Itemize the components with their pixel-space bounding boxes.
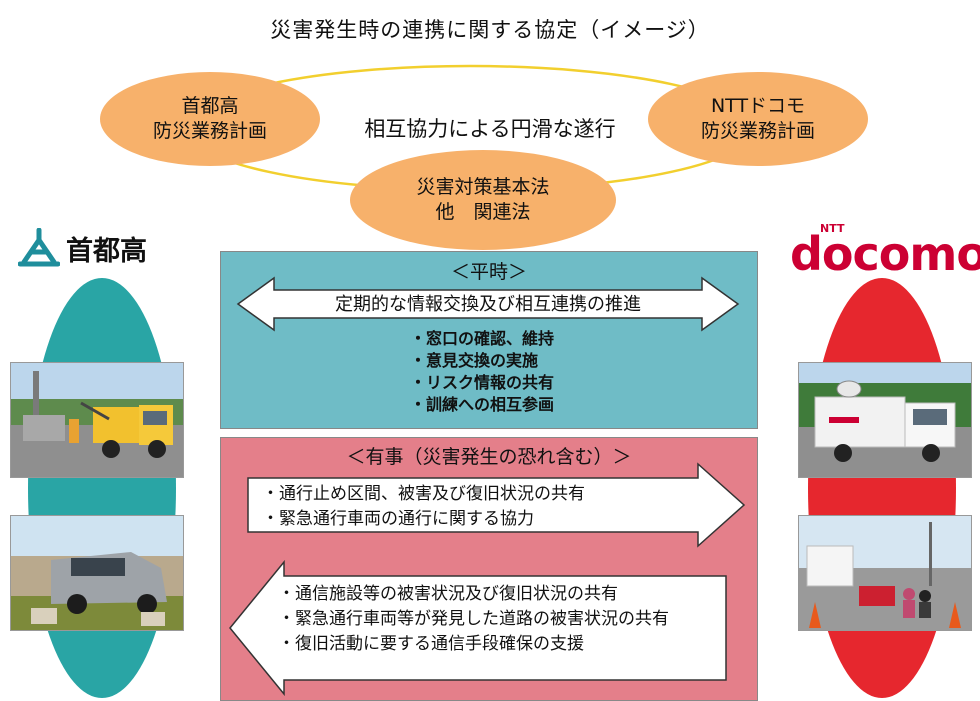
normal-item: ・意見交換の実施 (410, 351, 539, 370)
shutoko-logo-icon (18, 228, 60, 267)
right-arrow-item: ・緊急通行車両の通行に関する協力 (262, 509, 534, 529)
oval-shutoko-plan: 首都高 防災業務計画 (100, 72, 320, 166)
oval-docomo-line2: 防災業務計画 (700, 120, 815, 142)
docomo-logo-text: docomo (790, 227, 980, 281)
normal-item: ・訓練への相互参画 (410, 395, 555, 414)
oval-docomo-plan: NTTドコモ 防災業務計画 (648, 72, 868, 166)
mutual-double-arrow (236, 276, 740, 332)
oval-shutoko-line1: 首都高 (181, 95, 239, 117)
normal-item: ・リスク情報の共有 (410, 373, 555, 392)
shutoko-logo-text: 首都高 (66, 235, 147, 267)
docomo-logo: NTT docomo (790, 222, 980, 281)
oval-laws-line2: 他 関連法 (435, 201, 531, 223)
right-arrow (247, 462, 746, 548)
left-arrow (229, 560, 727, 696)
van-photo (10, 515, 184, 631)
ntt-logo-text: NTT (820, 222, 845, 235)
comm-truck-photo (798, 362, 972, 478)
shutoko-logo: 首都高 (18, 228, 147, 268)
right-arrow-items: ・通行止め区間、被害及び復旧状況の共有 ・緊急通行車両の通行に関する協力 (262, 482, 585, 532)
ring-center-text: 相互協力による円滑な遂行 (364, 117, 616, 141)
normal-item: ・窓口の確認、維持 (410, 329, 555, 348)
tow-truck-illustration (11, 363, 183, 477)
normal-time-panel: ＜平時＞ (220, 251, 758, 429)
left-arrow-item: ・通信施設等の被害状況及び復旧状況の共有 (278, 584, 618, 604)
left-arrow-items: ・通信施設等の被害状況及び復旧状況の共有 ・緊急通行車両等が発見した道路の被害状… (278, 582, 669, 657)
van-illustration (11, 516, 183, 630)
normal-time-title: ＜平時＞ (450, 261, 527, 283)
emergency-title: ＜有事（災害発生の恐れ含む）＞ (346, 446, 632, 468)
mutual-arrow-text: 定期的な情報交換及び相互連携の推進 (335, 294, 641, 315)
left-arrow-item: ・緊急通行車両等が発見した道路の被害状況の共有 (278, 609, 669, 629)
left-arrow-item: ・復旧活動に要する通信手段確保の支援 (278, 634, 584, 654)
page-title: 災害発生時の連携に関する協定（イメージ） (270, 18, 710, 42)
oval-shutoko-line2: 防災業務計画 (152, 120, 267, 142)
training-illustration (799, 516, 971, 630)
right-arrow-item: ・通行止め区間、被害及び復旧状況の共有 (262, 484, 585, 504)
oval-docomo-line1: NTTドコモ (710, 95, 806, 117)
docomo-pillar (808, 278, 956, 698)
shutoko-pillar (28, 278, 176, 698)
oval-laws-line1: 災害対策基本法 (416, 176, 550, 198)
comm-truck-illustration (799, 363, 971, 477)
oval-laws: 災害対策基本法 他 関連法 (350, 150, 616, 250)
training-photo (798, 515, 972, 631)
tow-truck-photo (10, 362, 184, 478)
normal-items-list: ・窓口の確認、維持 ・意見交換の実施 ・リスク情報の共有 ・訓練への相互参画 (410, 328, 554, 416)
